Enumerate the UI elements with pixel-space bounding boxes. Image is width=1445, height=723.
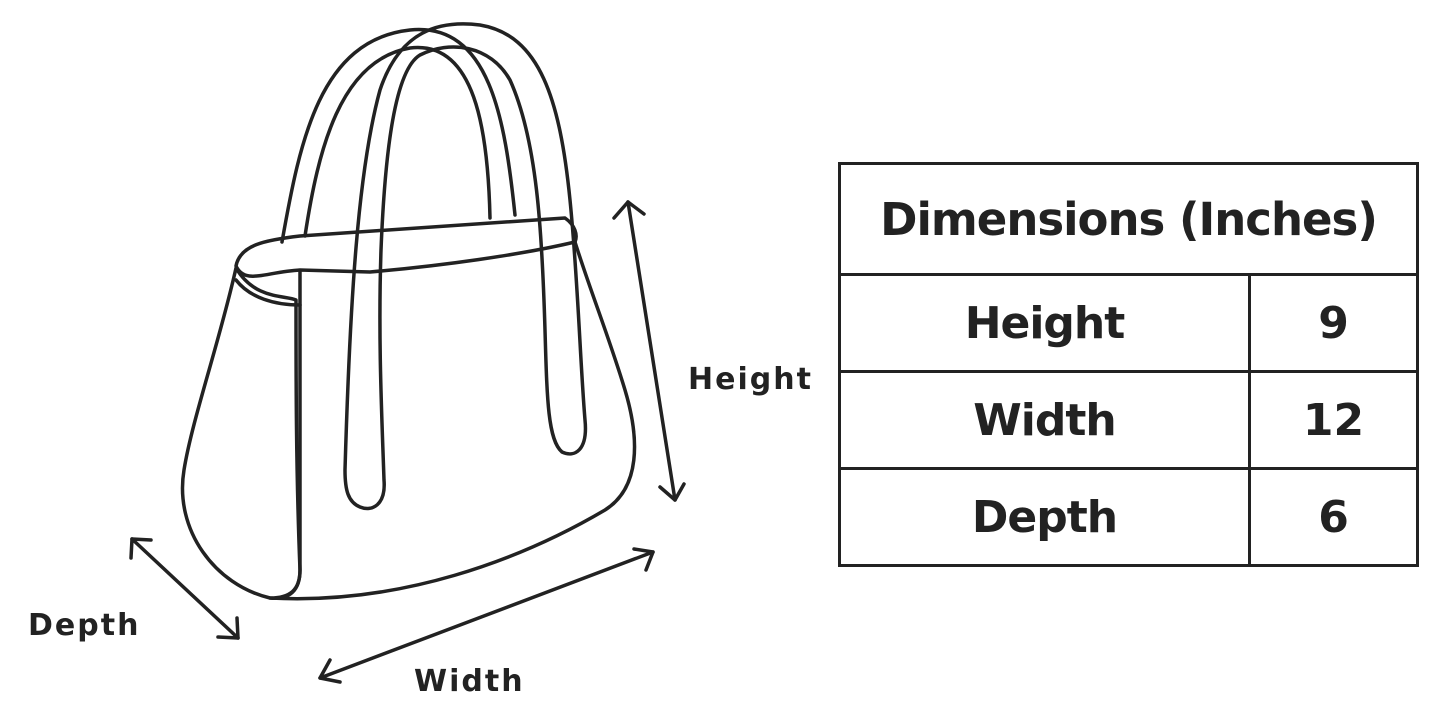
dimensions-table: Dimensions (Inches) Height 9 Width 12 De… — [837, 162, 1420, 567]
row-value-depth: 6 — [1247, 467, 1420, 567]
table-row: Height 9 — [838, 273, 1420, 373]
bag-front-body — [268, 240, 637, 601]
depth-label: Depth — [28, 608, 141, 643]
depth-arrow — [129, 537, 240, 640]
handbag-illustration — [129, 22, 686, 684]
height-label: Height — [688, 362, 813, 397]
front-handle — [343, 22, 588, 511]
back-handle-inner — [303, 45, 492, 238]
width-label: Width — [414, 664, 525, 699]
table-row: Width 12 — [838, 370, 1420, 470]
row-name-depth: Depth — [838, 467, 1251, 567]
row-value-height: 9 — [1247, 273, 1420, 373]
bag-side-panel — [180, 266, 302, 600]
table-row: Depth 6 — [838, 467, 1420, 567]
bag-rim — [234, 216, 578, 278]
table-title: Dimensions (Inches) — [837, 162, 1420, 276]
side-panel-fold — [234, 278, 302, 307]
table-header-row: Dimensions (Inches) — [837, 162, 1420, 276]
width-arrow — [318, 547, 655, 684]
row-name-height: Height — [838, 273, 1251, 373]
row-value-width: 12 — [1247, 370, 1420, 470]
height-arrow — [612, 200, 686, 502]
back-handle — [280, 27, 517, 244]
row-name-width: Width — [838, 370, 1251, 470]
